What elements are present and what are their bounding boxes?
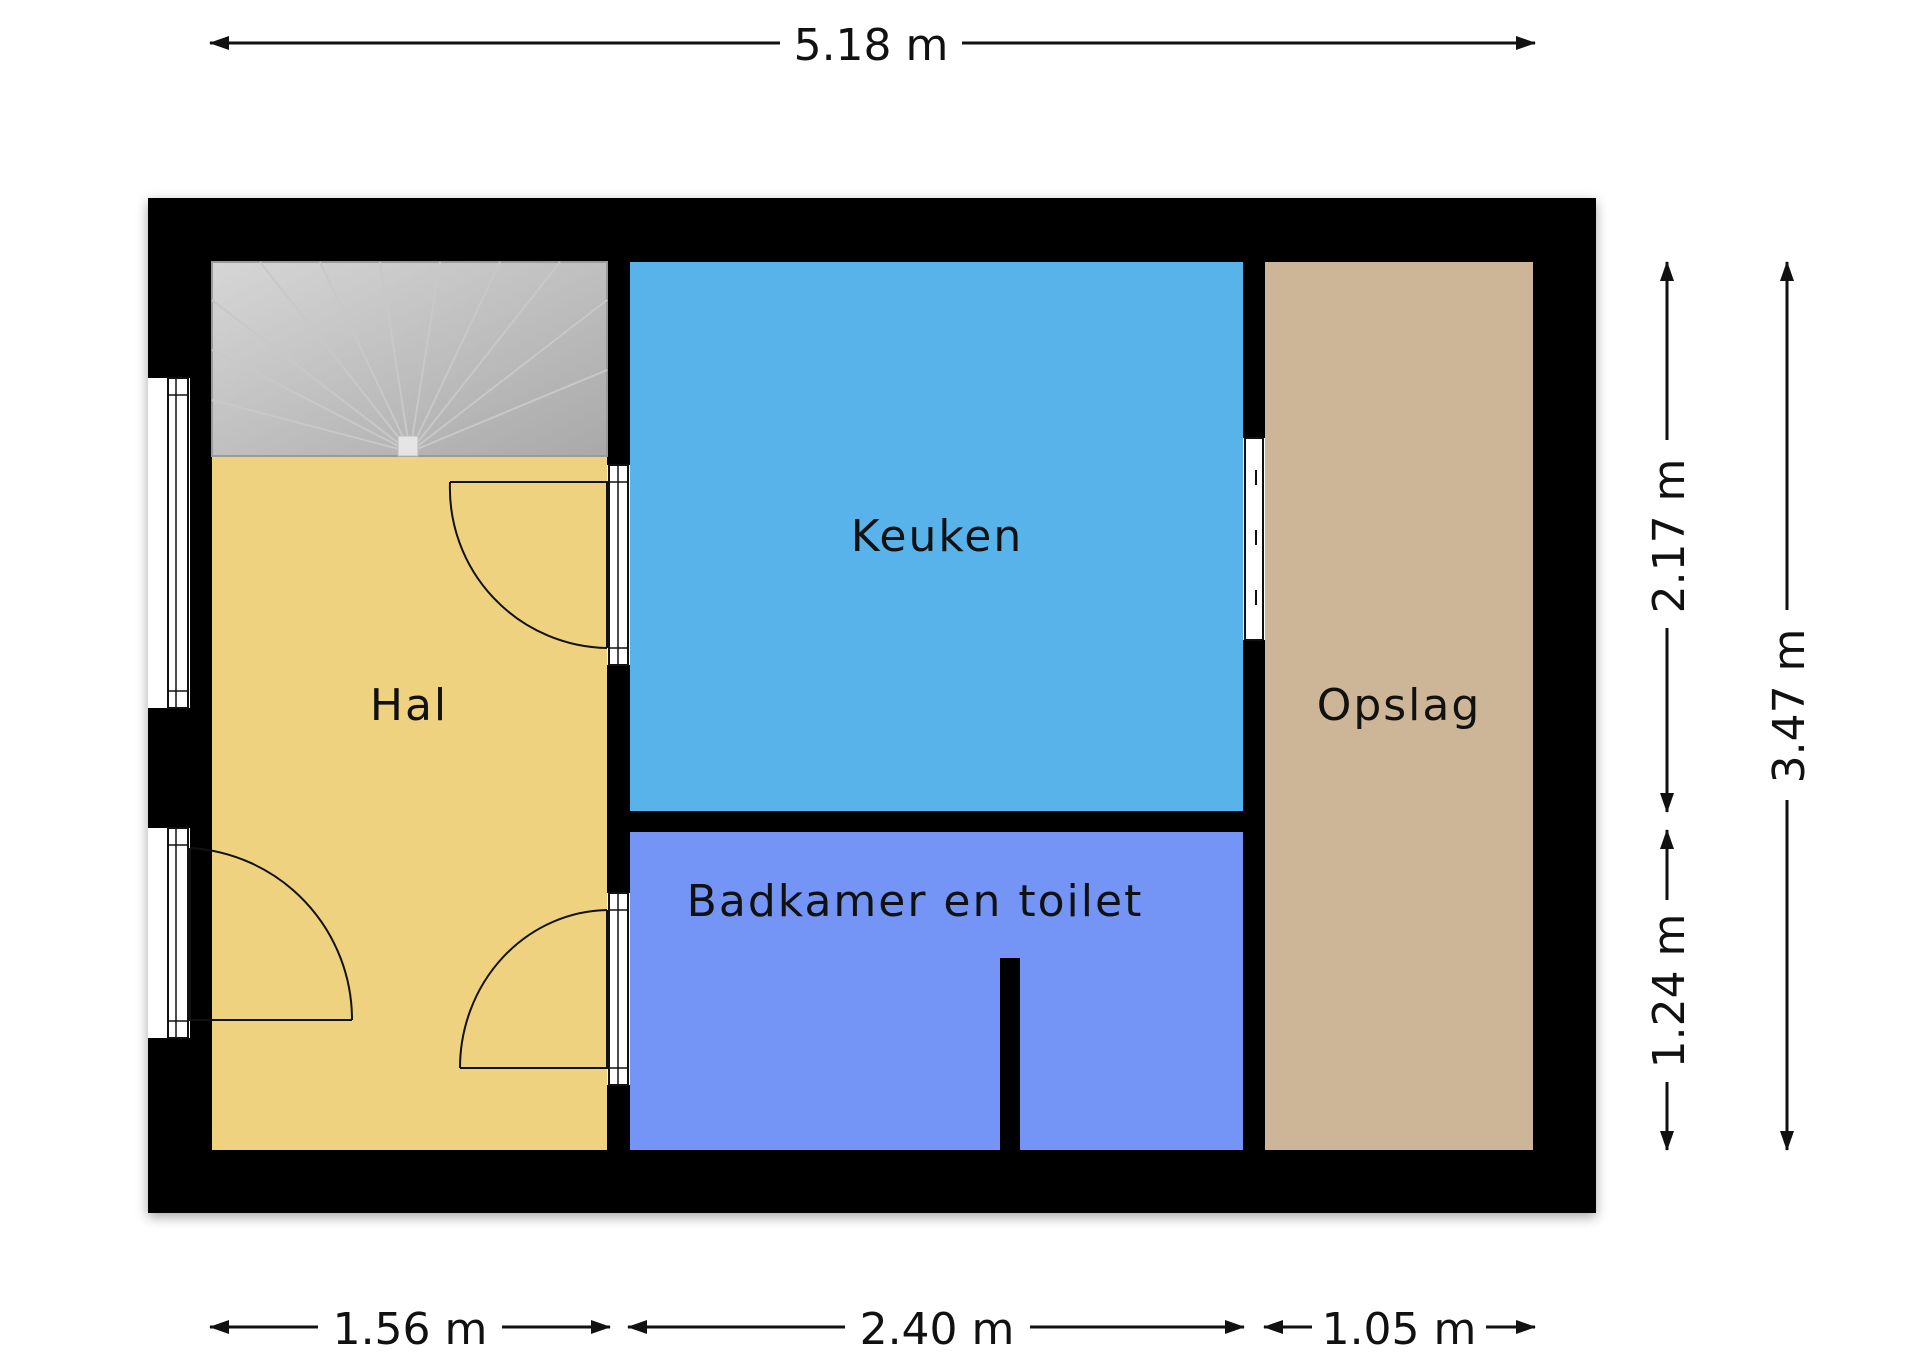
dimension-label: 1.24 m (1644, 914, 1695, 1069)
door-hal-badkamer (459, 892, 630, 1086)
front-door (148, 827, 354, 1039)
dimension-label: 2.40 m (860, 1304, 1015, 1355)
dimension-label: 5.18 m (794, 20, 949, 71)
dimension-width-hal: 1.56 m (209, 1304, 611, 1355)
dimension-height-keuken: 2.17 m (1644, 261, 1695, 813)
room-label-opslag: Opslag (1317, 680, 1482, 731)
dimension-label: 3.47 m (1764, 629, 1815, 784)
dimension-width-opslag: 1.05 m (1263, 1304, 1536, 1355)
dimension-height-badkamer: 1.24 m (1644, 829, 1695, 1151)
dimension-total-width: 5.18 m (209, 20, 1536, 71)
door-hal-keuken (448, 464, 630, 666)
room-label-badkamer: Badkamer en toilet (687, 876, 1144, 927)
room-keuken (630, 262, 1243, 811)
room-badkamer (630, 832, 1243, 1150)
dimension-total-height: 3.47 m (1764, 261, 1815, 1151)
staircase (211, 261, 608, 457)
room-label-hal: Hal (370, 680, 448, 731)
dimension-label: 1.05 m (1322, 1304, 1477, 1355)
dimension-width-middle: 2.40 m (627, 1304, 1245, 1355)
room-label-keuken: Keuken (851, 511, 1024, 562)
dimension-label: 2.17 m (1644, 459, 1695, 614)
window-left-upper (148, 377, 190, 709)
room-opslag (1265, 262, 1533, 1150)
dimension-label: 1.56 m (333, 1304, 488, 1355)
opening-keuken-opslag (1243, 437, 1265, 641)
bathroom-partition-wall (1000, 958, 1020, 1150)
